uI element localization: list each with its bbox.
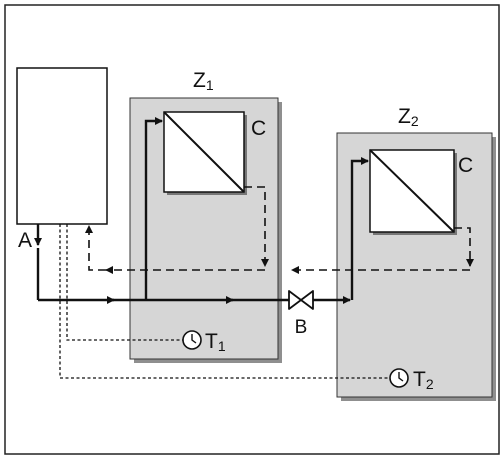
label-coil-2: C	[458, 154, 473, 177]
clock-icon	[182, 330, 202, 350]
thermostat-wiring	[59, 224, 389, 379]
heat-source-box	[16, 67, 108, 225]
valve-icon	[288, 290, 314, 310]
label-zone-1: Z1	[193, 69, 214, 93]
coil-1-diagonal	[163, 111, 245, 193]
coil-2-diagonal	[369, 149, 455, 233]
return-piping	[85, 186, 474, 274]
label-zone-2: Z2	[398, 105, 419, 129]
supply-piping	[34, 117, 369, 304]
label-thermostat-1: T1	[205, 330, 226, 354]
clock-icon	[389, 368, 409, 388]
label-source: A	[18, 229, 32, 252]
label-thermostat-2: T2	[413, 368, 434, 392]
coil-1	[163, 111, 247, 195]
label-valve: B	[295, 317, 308, 338]
label-coil-1: C	[251, 117, 266, 140]
coil-2	[369, 149, 457, 235]
